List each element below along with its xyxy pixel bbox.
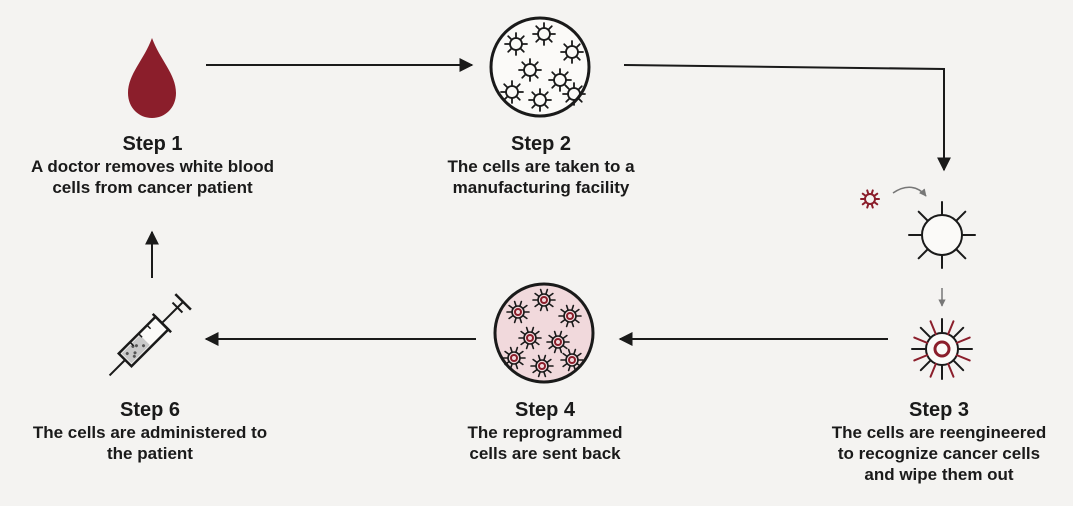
t-cell-spike [919,212,928,221]
step1-text-line2: cells from cancer patient [0,177,305,198]
car-t-cell-icon [912,319,972,379]
step2-title: Step 2 [410,132,672,156]
attach-arrow [893,187,926,196]
step2-text-line1: The cells are taken to a [410,156,672,177]
car-t-spike [948,321,953,334]
step1-title: Step 1 [0,132,305,156]
step3-text-line2: to recognize cancer cells [808,443,1070,464]
reprogrammed-cells-dish-icon [495,284,593,382]
t-cell-spike [919,249,928,258]
car-t-spike [921,328,931,338]
step4-text-line1: The reprogrammed [420,422,670,443]
cells-dish-icon [491,18,589,116]
step6-text-line1: The cells are administered to [0,422,300,443]
cancer-cell-icon [861,190,879,207]
step2-block: Step 2 The cells are taken to a manufact… [410,132,672,198]
car-t-spike [914,355,927,360]
step4-block: Step 4 The reprogrammed cells are sent b… [420,398,670,464]
t-cell-icon [909,202,975,268]
blood-drop-icon [128,38,176,118]
arrow-step2-to-step3 [624,65,944,170]
step6-block: Step 6 The cells are administered to the… [0,398,300,464]
car-t-spike [931,364,936,377]
car-t-spike [921,360,931,370]
step1-block: Step 1 A doctor removes white blood cell… [0,132,305,198]
step4-text-line2: cells are sent back [420,443,670,464]
step3-block: Step 3 The cells are reengineered to rec… [808,398,1070,485]
car-t-spike [953,360,963,370]
cancer-cell [861,190,879,207]
car-t-spike [931,321,936,334]
t-cell-spike [956,212,965,221]
car-t-spike [953,328,963,338]
step4-title: Step 4 [420,398,670,422]
car-t-spike [957,355,970,360]
step3-text-line1: The cells are reengineered [808,422,1070,443]
step1-text-line1: A doctor removes white blood [0,156,305,177]
step3-title: Step 3 [808,398,1070,422]
car-t-spike [957,338,970,343]
car-t-spike [948,364,953,377]
step2-text-line2: manufacturing facility [410,177,672,198]
step6-text-line2: the patient [0,443,300,464]
step6-title: Step 6 [0,398,300,422]
t-cell-spike [956,249,965,258]
syringe-icon [100,293,192,385]
step3-text-line3: and wipe them out [808,464,1070,485]
car-t-spike [914,338,927,343]
